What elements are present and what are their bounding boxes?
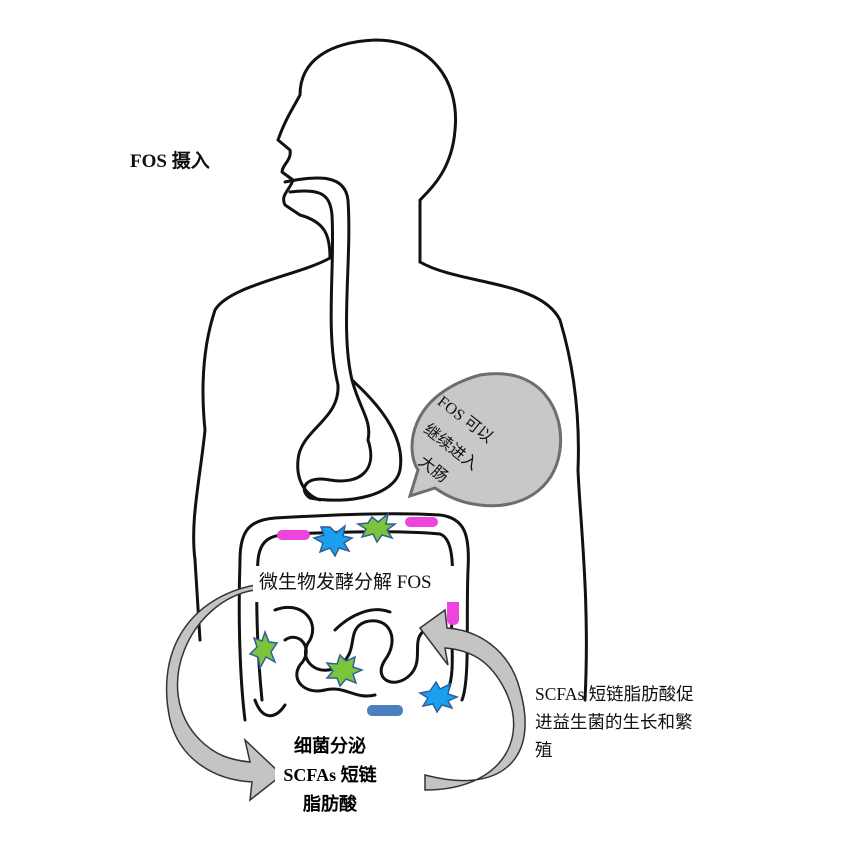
promote-line: 进益生菌的生长和繁 [535, 712, 693, 732]
fos-intake-label: FOS 摄入 [92, 145, 248, 179]
secrete-line: 脂肪酸 [303, 794, 357, 814]
right-cycle-arrow [418, 608, 526, 791]
bacteria-burst-blue [418, 680, 460, 714]
bacteria-burst-green [355, 512, 398, 544]
speech-bubble [407, 372, 563, 508]
bacteria-burst-green [325, 653, 365, 688]
secrete-line: 细菌分泌 [294, 736, 366, 756]
probiotic-promotion-label: SCFAs 短链脂肪酸促 进益生菌的生长和繁 殖 [535, 680, 694, 764]
fermentation-label: 微生物发酵分解 FOS [253, 566, 465, 602]
scfa-secretion-label: 细菌分泌 SCFAs 短链 脂肪酸 [275, 728, 385, 823]
fos-molecule-bar [405, 517, 438, 527]
bacteria-burst-green [248, 629, 279, 671]
body-outline [192, 38, 588, 722]
promote-line: SCFAs 短链脂肪酸促 [535, 684, 694, 704]
promote-line: 殖 [535, 740, 553, 760]
secrete-line: SCFAs 短链 [283, 765, 377, 785]
bacteria-group [248, 512, 460, 714]
fos-molecule-bar [277, 530, 310, 540]
bacteria-burst-blue [312, 524, 354, 558]
left-cycle-arrow [165, 584, 284, 802]
scfa-molecule-bar [367, 705, 403, 716]
